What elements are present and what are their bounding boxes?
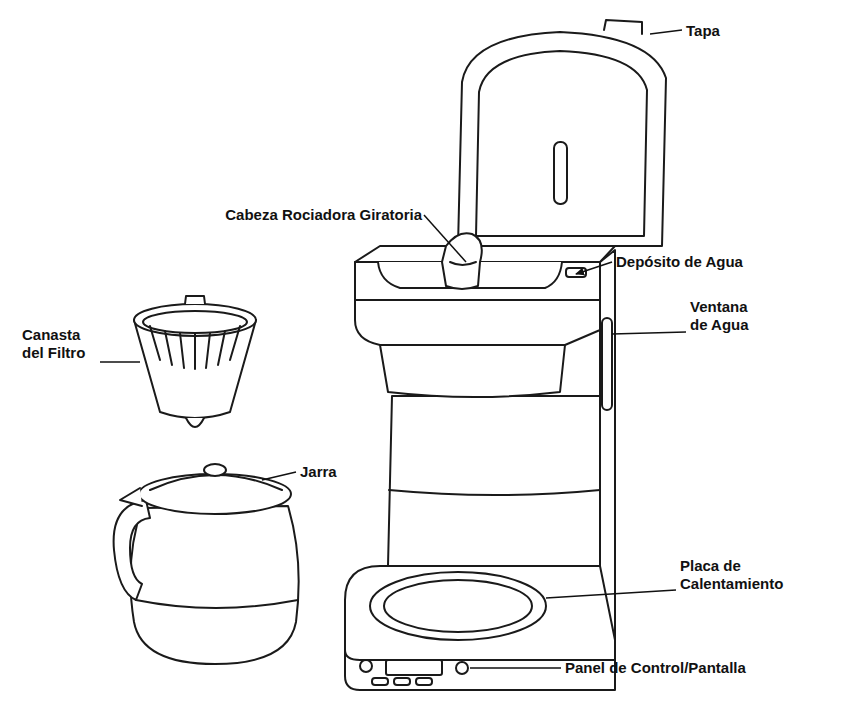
leader-line: [546, 590, 676, 598]
basket-tab: [185, 296, 205, 304]
part-label: Jarra: [300, 463, 380, 481]
lid: [458, 32, 666, 246]
carafe-lid-dome: [150, 475, 282, 490]
carafe-lid: [139, 474, 291, 514]
button: [394, 678, 410, 685]
basket-body: [134, 320, 256, 418]
display: [386, 660, 442, 675]
leader-line: [262, 472, 296, 480]
leader-lines: [100, 30, 686, 668]
part-label: Tapa: [686, 22, 776, 40]
carafe-body: [130, 506, 298, 664]
basket-ribs: [150, 326, 240, 369]
reservoir-hole: [566, 268, 586, 277]
carafe: [114, 464, 299, 664]
leader-line: [424, 215, 466, 262]
button: [360, 660, 372, 672]
leader-line: [650, 30, 682, 34]
leader-line: [612, 332, 686, 334]
carafe-spout: [120, 488, 142, 506]
leader-arrow: [576, 262, 612, 274]
button: [372, 678, 388, 685]
coffee-maker: [345, 20, 666, 690]
carafe-handle: [114, 500, 150, 600]
carafe-line: [136, 600, 298, 608]
leader-line: [470, 667, 561, 669]
lid-handle: [604, 20, 642, 34]
spray-head-line: [450, 262, 476, 265]
base-edge: [345, 650, 615, 660]
basket-nub: [186, 418, 204, 427]
part-label: Depósito de Agua: [616, 253, 836, 271]
lid-inner: [476, 51, 647, 236]
back-panel: [388, 396, 600, 566]
head-edge: [380, 344, 565, 346]
button: [416, 678, 432, 685]
head-band: [355, 299, 600, 301]
part-label: Ventana de Agua: [690, 298, 766, 334]
back-panel-line: [389, 490, 600, 495]
head-top: [355, 246, 615, 262]
part-label: Cabeza Rociadora Giratoria: [190, 206, 422, 224]
carafe-knob: [204, 464, 226, 476]
leader-line: [100, 361, 140, 363]
water-window: [602, 318, 612, 410]
part-label: Canasta del Filtro: [22, 326, 104, 362]
lid-slot: [554, 142, 567, 204]
basket-rim-inner: [143, 311, 247, 333]
heating-plate: [370, 572, 546, 640]
part-label: Panel de Control/Pantalla: [565, 659, 840, 677]
part-label: Placa de Calentamiento: [680, 557, 804, 593]
heating-plate-inner: [384, 580, 532, 632]
button: [456, 662, 468, 674]
filter-basket: [134, 296, 256, 427]
